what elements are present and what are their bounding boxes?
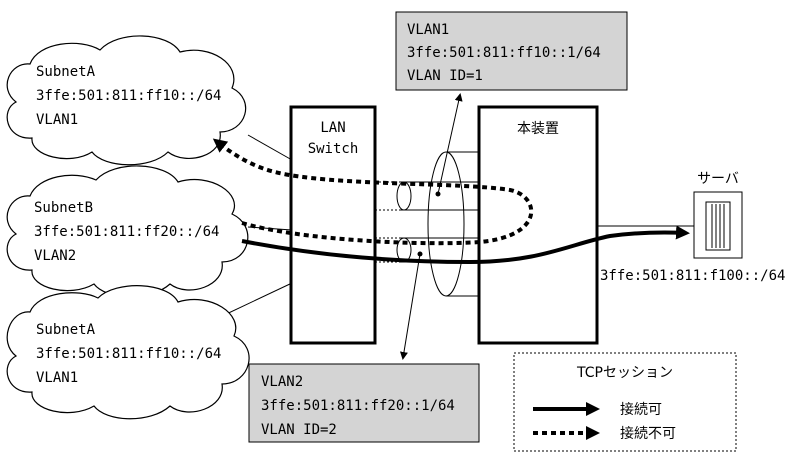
vlan1-box-id: VLAN ID=1 <box>407 68 483 84</box>
legend-dotted-label: 接続不可 <box>620 425 676 442</box>
server-address: 3ffe:501:811:f100::/64 <box>600 268 785 284</box>
blocked-session-path <box>212 138 534 246</box>
server: サーバ 3ffe:501:811:f100::/64 <box>597 171 785 284</box>
vlan1-pointer-dot <box>435 191 441 197</box>
cloud-1-vlan: VLAN1 <box>36 112 78 128</box>
lan-switch-label-line2: Switch <box>308 141 359 157</box>
cloud-2-prefix: 3ffe:501:811:ff20::/64 <box>34 224 219 240</box>
vlan1-box-address: 3ffe:501:811:ff10::1/64 <box>407 45 601 61</box>
lan-switch: LAN Switch <box>289 105 377 345</box>
vlan2-info-box: VLAN2 3ffe:501:811:ff20::1/64 VLAN ID=2 <box>248 363 480 443</box>
lan-switch-label-line1: LAN <box>320 120 345 136</box>
cloud-2-name: SubnetB <box>34 200 93 216</box>
allowed-session-path <box>241 225 690 265</box>
router-device: 本装置 <box>477 105 599 345</box>
subnet-cloud-1: SubnetA 3ffe:501:811:ff10::/64 VLAN1 <box>6 35 247 166</box>
cloud-3-prefix: 3ffe:501:811:ff10::/64 <box>36 346 221 362</box>
cloud-3-name: SubnetA <box>36 322 96 338</box>
vlan2-box-title: VLAN2 <box>261 374 303 390</box>
server-label: サーバ <box>697 171 739 187</box>
trunk-link <box>375 151 479 297</box>
vlan1-box-title: VLAN1 <box>407 22 449 38</box>
router-device-label: 本装置 <box>517 121 559 137</box>
subnet-cloud-2: SubnetB 3ffe:501:811:ff20::/64 VLAN2 <box>6 165 249 298</box>
vlan2-box-id: VLAN ID=2 <box>261 422 337 438</box>
cloud-3-vlan: VLAN1 <box>36 370 78 386</box>
cloud-1-prefix: 3ffe:501:811:ff10::/64 <box>36 88 221 104</box>
vlan2-box-address: 3ffe:501:811:ff20::1/64 <box>261 398 455 414</box>
vlan1-pointer-arrow <box>437 93 463 195</box>
subnet-cloud-3: SubnetA 3ffe:501:811:ff10::/64 VLAN1 <box>6 285 250 420</box>
legend-solid-label: 接続可 <box>620 401 662 418</box>
cloud-1-name: SubnetA <box>36 64 96 80</box>
cloud-2-vlan: VLAN2 <box>34 248 76 264</box>
vlan2-pointer-arrow <box>400 253 421 360</box>
vlan1-info-box: VLAN1 3ffe:501:811:ff10::1/64 VLAN ID=1 <box>395 11 628 91</box>
legend-title: TCPセッション <box>576 365 673 381</box>
server-icon <box>705 201 731 251</box>
vlan2-pointer-dot <box>417 251 423 257</box>
legend: TCPセッション 接続可 接続不可 <box>513 352 737 452</box>
